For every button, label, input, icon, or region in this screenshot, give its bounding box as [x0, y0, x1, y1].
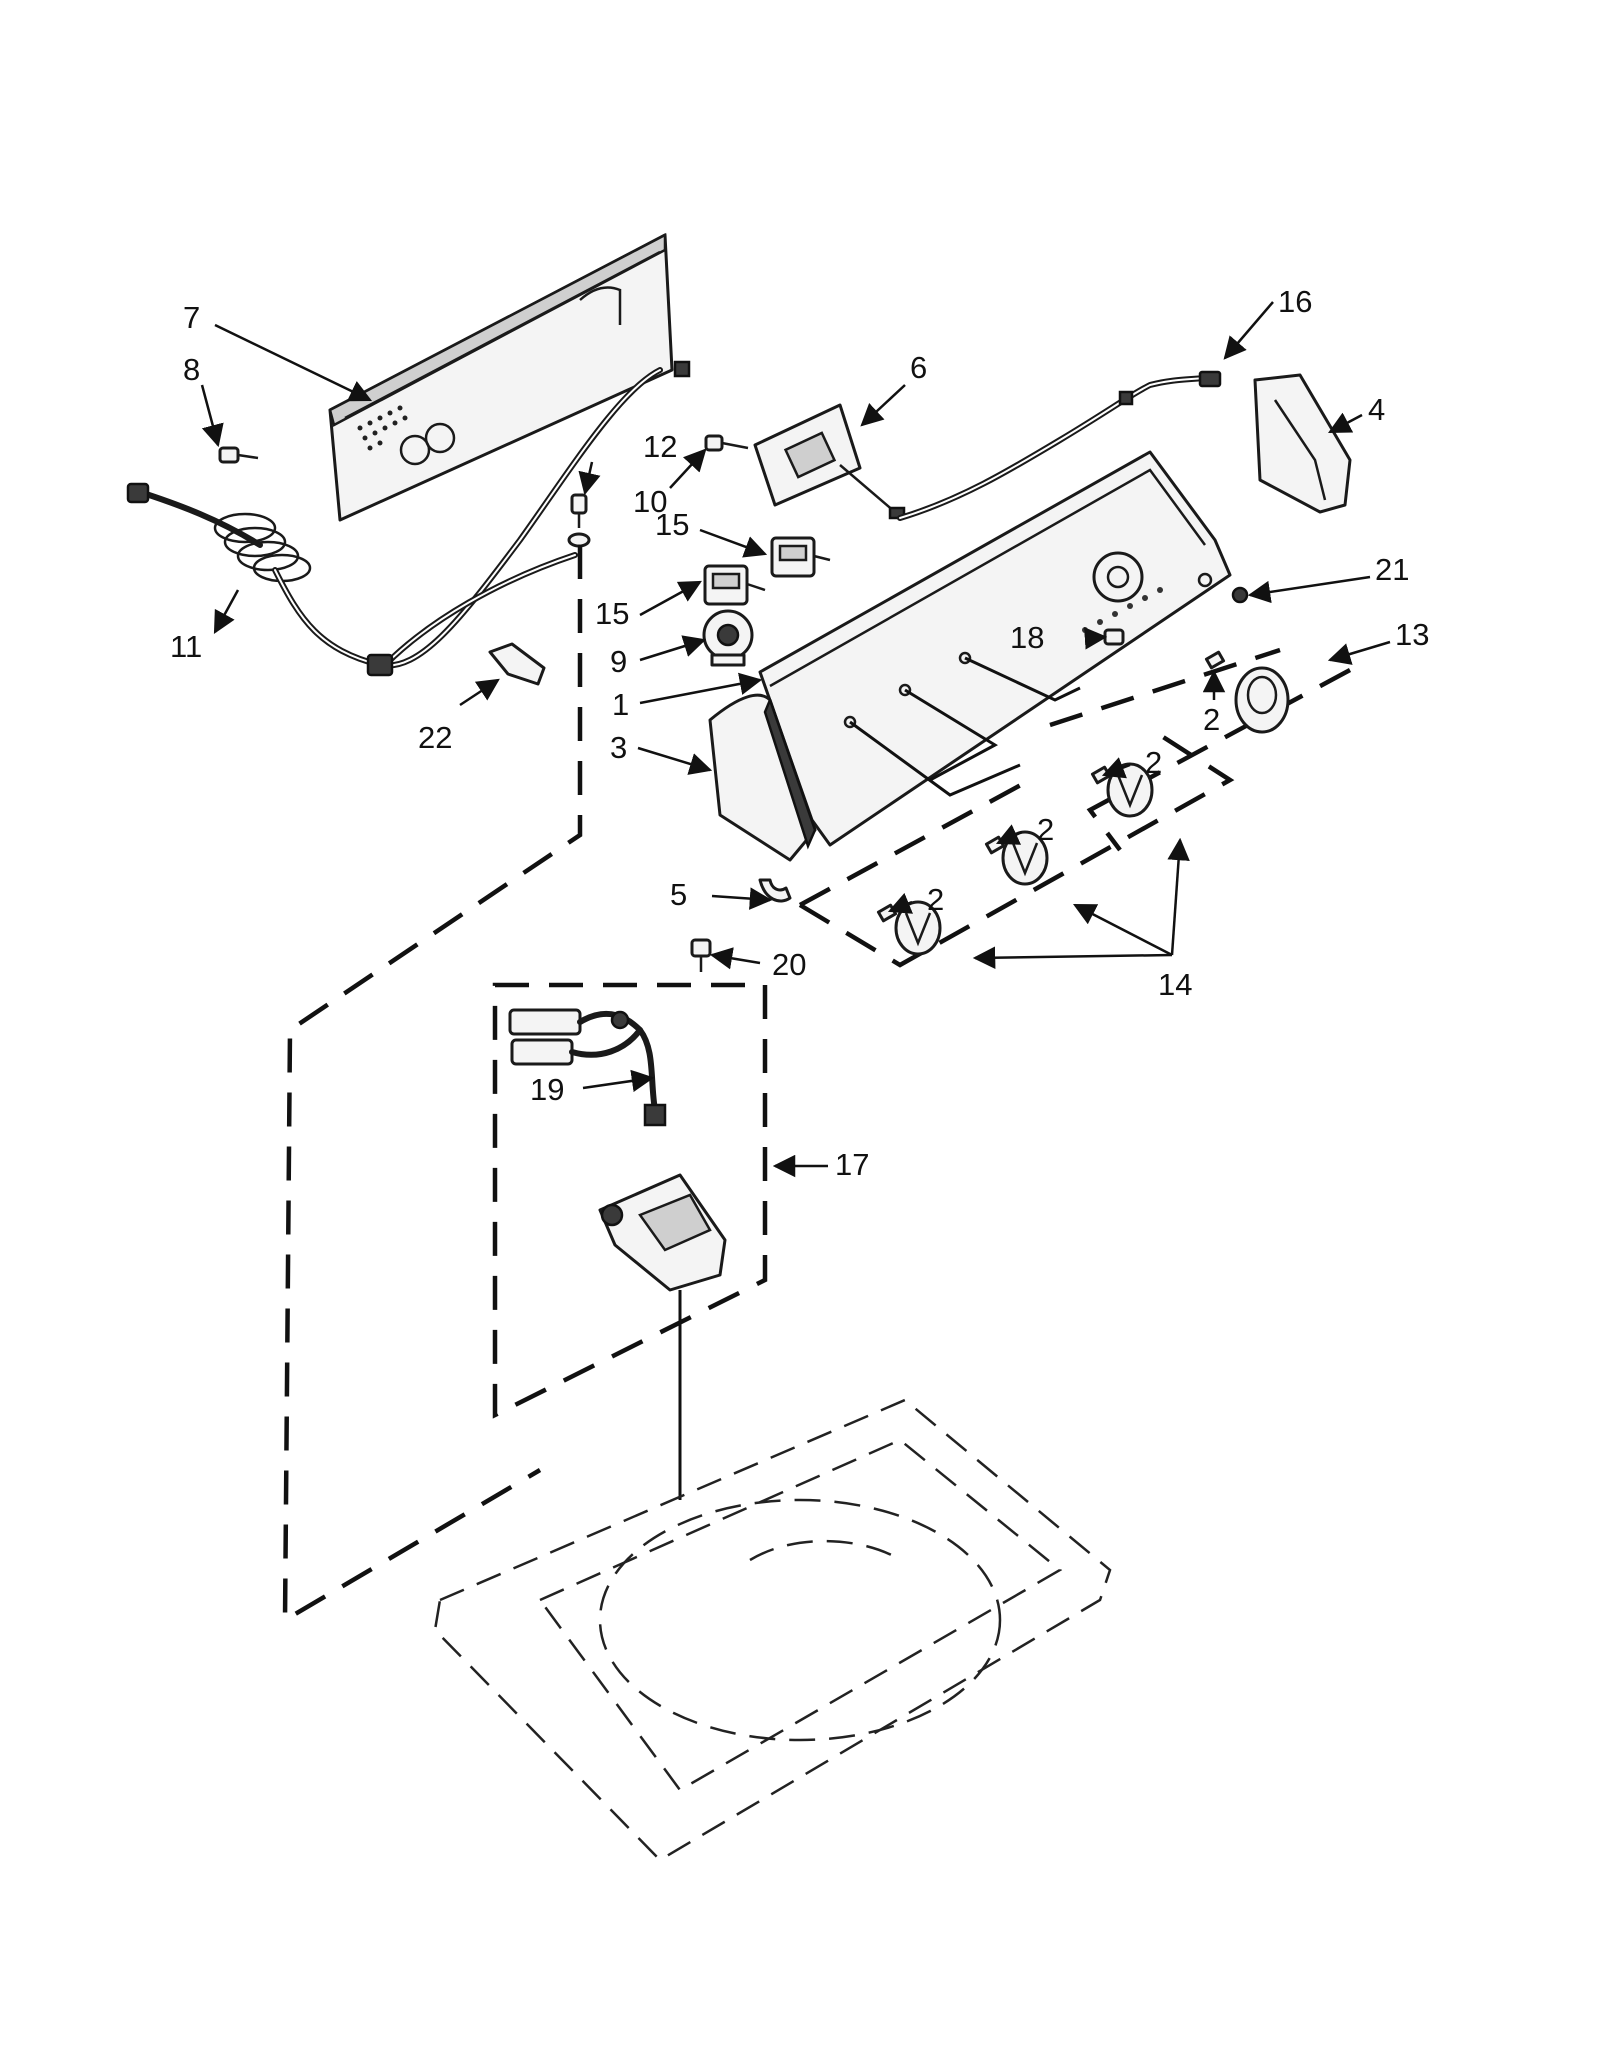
- knob-13: [1234, 666, 1290, 734]
- callout-19: 19: [530, 1072, 564, 1107]
- callout-2-c: 2: [1037, 812, 1054, 847]
- callout-21: 21: [1375, 552, 1409, 587]
- insert-part-2-c: [984, 835, 1006, 855]
- selector-part-9: [702, 609, 754, 667]
- screw-part-8: [218, 446, 259, 464]
- callout-2-d: 2: [927, 882, 944, 917]
- assembly-box-17: [492, 982, 768, 1419]
- callout-16: 16: [1278, 284, 1312, 319]
- callout-10: 10: [633, 484, 667, 519]
- harness-part-19: [508, 1008, 667, 1127]
- route-line-a: [849, 720, 1021, 797]
- route-line-c: [964, 656, 1081, 702]
- clip-part-22: [488, 642, 546, 686]
- button-part-21: [1231, 586, 1249, 604]
- end-cap-part-3: [708, 693, 817, 862]
- callout-13: 13: [1395, 617, 1429, 652]
- water-valve-part: [598, 1173, 727, 1292]
- ground-screw-part: [567, 493, 591, 548]
- control-board-part: [753, 403, 906, 520]
- callout-12: 12: [643, 429, 677, 464]
- callout-17: 17: [835, 1147, 869, 1182]
- end-cap-part-4: [1253, 373, 1352, 514]
- clip-part-5: [758, 878, 792, 903]
- insert-part-2-a: [1204, 650, 1226, 670]
- rear-panel-part: [328, 232, 674, 522]
- callout-4: 4: [1368, 392, 1385, 427]
- knob-group-13-outline-b: [1049, 647, 1281, 728]
- knob-14-c: [894, 900, 942, 956]
- ground-wire-route: [282, 545, 583, 1624]
- callout-2-a: 2: [1203, 702, 1220, 737]
- callout-6: 6: [910, 350, 927, 385]
- knob-group-13-outline: [1086, 668, 1352, 852]
- callout-15-lower: 15: [595, 596, 629, 631]
- knob-group-14-outline-b: [798, 778, 1032, 907]
- leader-lines: [200, 301, 1391, 1178]
- callout-numbers: 7 8 12 10 6 16 4 15 15 9 1 3 11 22 21 13…: [170, 284, 1429, 1182]
- callout-7: 7: [183, 300, 200, 335]
- switch-part-15b: [703, 564, 766, 606]
- harness-part-16: [897, 370, 1222, 521]
- callout-20: 20: [772, 947, 806, 982]
- screw-part-18: [1103, 628, 1125, 646]
- callout-1: 1: [612, 687, 629, 722]
- callout-11: 11: [170, 629, 202, 664]
- callout-9: 9: [610, 644, 627, 679]
- switch-part-15a: [770, 536, 831, 578]
- route-line-b: [904, 688, 999, 782]
- knob-14-b: [1001, 830, 1049, 886]
- screw-part-10: [704, 434, 749, 452]
- washer-top-base: [433, 1398, 1112, 1862]
- callout-3: 3: [610, 730, 627, 765]
- callout-14: 14: [1158, 967, 1192, 1002]
- callout-5: 5: [670, 877, 687, 912]
- knob-group-14-outline: [798, 733, 1235, 968]
- main-wire-harness: [272, 360, 691, 677]
- callout-18: 18: [1010, 620, 1044, 655]
- console-part-1: [758, 450, 1232, 847]
- insert-part-2-d: [876, 903, 898, 923]
- callout-22: 22: [418, 720, 452, 755]
- callout-8: 8: [183, 352, 200, 387]
- callout-15-upper: 15: [655, 507, 689, 542]
- callout-2-b: 2: [1145, 745, 1162, 780]
- power-cord-part: [126, 482, 312, 583]
- screw-part-20: [690, 938, 712, 972]
